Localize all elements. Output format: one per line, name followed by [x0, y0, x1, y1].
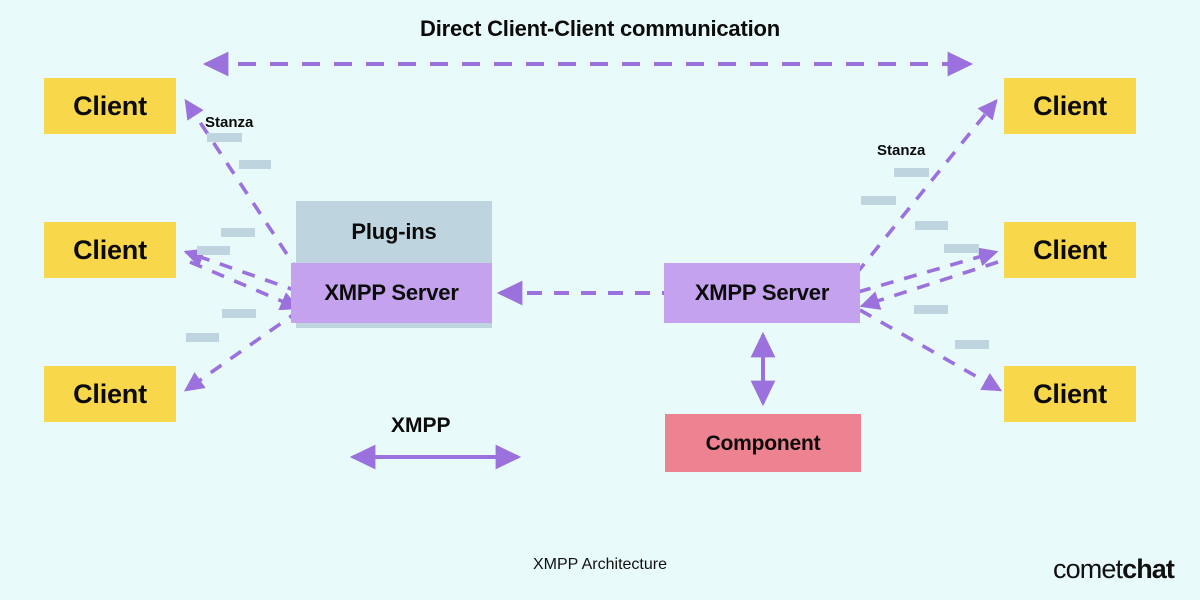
plugins-box[interactable]: Plug-ins	[296, 201, 492, 263]
diagram-caption: XMPP Architecture	[533, 556, 667, 573]
client-box-left-mid[interactable]: Client	[44, 222, 176, 278]
stanza-bar	[944, 244, 979, 253]
stanza-bar	[915, 221, 948, 230]
stanza-bar	[197, 246, 230, 255]
client-box-right-bottom[interactable]: Client	[1004, 366, 1136, 422]
client-box-left-top[interactable]: Client	[44, 78, 176, 134]
edge-server-right-to-client-mid	[857, 247, 999, 294]
edge-server-left-to-client-mid	[183, 248, 301, 294]
stanza-bar	[955, 340, 989, 349]
stanza-bar	[239, 160, 271, 169]
plugins-label: Plug-ins	[351, 219, 437, 244]
page-title: Direct Client-Client communication	[420, 16, 780, 41]
client-box-right-mid[interactable]: Client	[1004, 222, 1136, 278]
client-label: Client	[73, 378, 147, 409]
client-label: Client	[1033, 234, 1107, 265]
server-label: XMPP Server	[324, 280, 459, 305]
client-label: Client	[73, 234, 147, 265]
stanza-bar	[186, 333, 219, 342]
plugins-base-strip	[296, 323, 492, 328]
stanza-bar	[221, 228, 255, 237]
component-box[interactable]: Component	[665, 414, 861, 472]
stanza-bar	[914, 305, 948, 314]
server-label: XMPP Server	[694, 280, 830, 305]
client-box-left-bottom[interactable]: Client	[44, 366, 176, 422]
stanza-bar	[207, 133, 242, 142]
legend-xmpp-label: XMPP	[391, 414, 451, 437]
stanza-label-left: Stanza	[205, 114, 254, 131]
stanza-bar	[222, 309, 256, 318]
client-box-right-top[interactable]: Client	[1004, 78, 1136, 134]
component-label: Component	[705, 431, 821, 455]
client-label: Client	[1033, 378, 1107, 409]
edge-client-right-mid-to-server	[859, 260, 999, 310]
stanza-bar	[861, 196, 896, 205]
logo-part-comet: comet	[1053, 554, 1123, 584]
stanza-label-right: Stanza	[877, 142, 926, 159]
edge-server-left-to-client-bottom	[183, 308, 302, 392]
edge-client-mid-to-server-left	[189, 260, 301, 311]
stanza-bar	[894, 168, 929, 177]
cometchat-logo: cometchat	[1053, 554, 1175, 585]
xmpp-server-box-left[interactable]: XMPP Server	[291, 263, 492, 323]
client-label: Client	[73, 90, 147, 121]
logo-part-chat: chat	[1122, 554, 1175, 584]
edge-server-right-to-client-bottom	[859, 308, 1003, 392]
xmpp-server-box-right[interactable]: XMPP Server	[664, 263, 860, 323]
client-label: Client	[1033, 90, 1107, 121]
